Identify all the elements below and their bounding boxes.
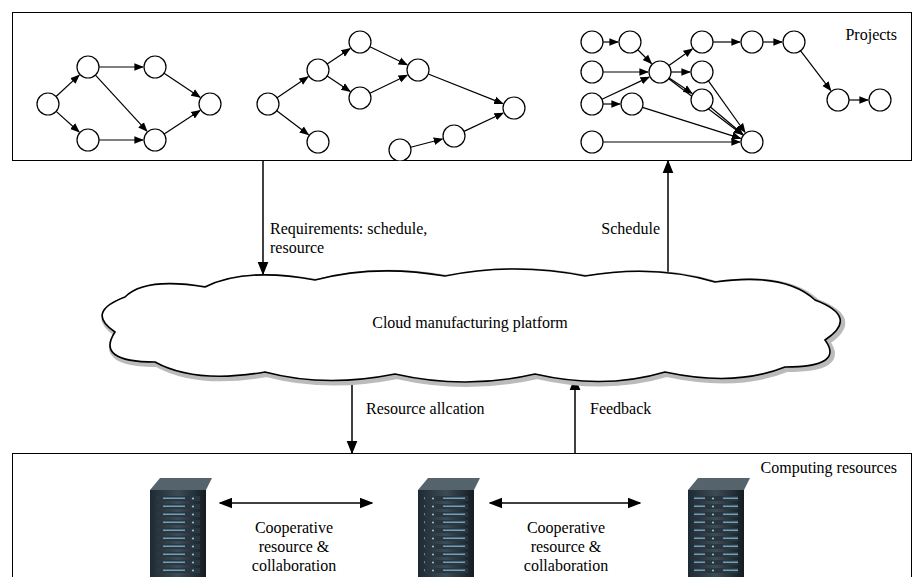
project-graphs xyxy=(12,12,912,161)
edge-label: Resource allcation xyxy=(364,399,487,418)
collaboration-label: Cooperative resource & collaboration xyxy=(501,518,631,576)
node-label: Projects xyxy=(845,25,897,44)
flow-arrow xyxy=(351,378,353,453)
edge-label: Requirements: schedule, resource xyxy=(268,219,448,257)
node-label: Cloud manufacturing platform xyxy=(365,313,575,332)
region-box: Computing resources xyxy=(12,453,912,577)
collaboration-label: Cooperative resource & collaboration xyxy=(229,518,359,576)
server-rack xyxy=(150,478,212,577)
edge-label: Schedule xyxy=(599,219,662,238)
cloud-platform: Cloud manufacturing platform xyxy=(85,262,855,392)
flow-arrow xyxy=(574,378,576,453)
edge-label: Feedback xyxy=(588,399,653,418)
server-rack xyxy=(418,478,480,577)
collaboration-arrow xyxy=(490,502,640,504)
server-rack xyxy=(688,478,750,577)
region-box: Projects xyxy=(12,12,912,161)
node-label: Computing resources xyxy=(761,458,897,477)
flow-arrow xyxy=(262,161,264,274)
collaboration-arrow xyxy=(220,502,372,504)
flow-arrow xyxy=(667,161,669,274)
